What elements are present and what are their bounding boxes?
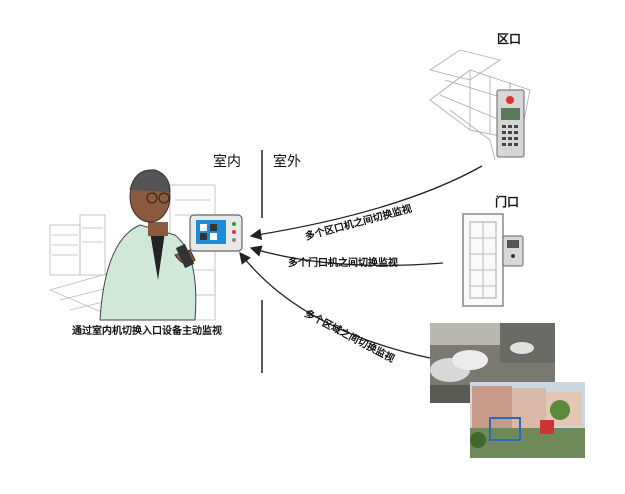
residential-area-photo	[470, 382, 585, 458]
arrow-door-to-indoor	[249, 245, 444, 267]
arrow-area-to-indoor	[239, 251, 431, 359]
door-sketch-icon	[462, 213, 504, 307]
door-gate-label: 门口	[495, 195, 520, 209]
edge-label-door: 多个门口机之间切换监视	[288, 258, 398, 269]
arrow-district-to-indoor	[249, 165, 483, 241]
outdoor-label: 室外	[273, 154, 301, 170]
indoor-monitor-icon[interactable]	[189, 214, 243, 252]
indoor-label: 室内	[213, 154, 241, 170]
caption-label: 通过室内机切换入口设备主动监视	[72, 326, 222, 337]
door-entry-panel-icon[interactable]	[502, 235, 524, 267]
district-gate-label: 区口	[497, 32, 522, 46]
district-entry-panel-icon[interactable]	[496, 89, 525, 158]
person-illustration-icon	[99, 169, 197, 321]
